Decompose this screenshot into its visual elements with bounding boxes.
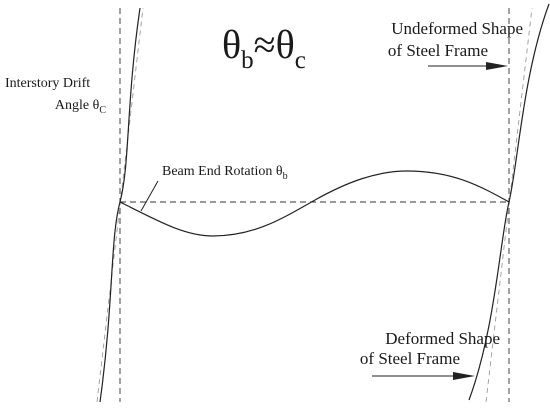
undeformed-label-line2: of Steel Frame	[388, 41, 488, 60]
beam-rotation-text: Beam End Rotation θ	[162, 164, 283, 179]
deformed-beam	[119, 170, 510, 237]
equation-approx: ≈	[254, 22, 276, 67]
drift-angle-subscript: C	[99, 105, 106, 116]
equation-theta-c: θ	[276, 22, 295, 67]
deformed-label-line2: of Steel Frame	[360, 349, 460, 368]
left-drift-chord	[96, 7, 144, 403]
deformed-label-line1: Deformed Shape	[385, 329, 500, 348]
undeformed-arrow	[428, 62, 508, 70]
right-drift-chord	[485, 7, 533, 403]
beam-rotation-label: Beam End Rotation θb	[162, 164, 288, 182]
equation-subscript-c: c	[295, 47, 306, 74]
equation-subscript-b: b	[241, 47, 254, 74]
beam-rotation-leader	[140, 180, 159, 212]
undeformed-label-line1: Undeformed Shape	[391, 19, 523, 38]
beam-rotation-subscript: b	[283, 171, 288, 182]
deformed-arrow	[372, 372, 475, 380]
drift-angle-text: Angle θ	[55, 98, 100, 113]
drift-label-line1: Interstory Drift	[5, 76, 90, 91]
rotation-equation: θb≈θc	[222, 22, 306, 74]
equation-theta-b: θ	[222, 22, 241, 67]
drift-label-line2: Angle θC	[55, 98, 106, 116]
